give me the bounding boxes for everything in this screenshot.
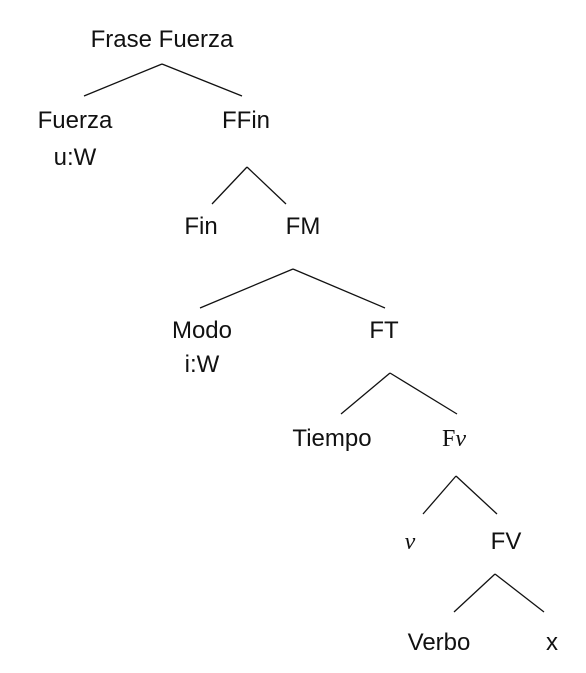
node-modo-feature: i:W — [185, 351, 220, 378]
node-x: x — [546, 629, 558, 656]
node-fm: FM — [286, 213, 321, 240]
tree-edges — [83, 63, 545, 613]
edge-ft-tiempo — [340, 372, 391, 415]
edge-fm-ft — [292, 268, 386, 309]
edge-fm-modo — [199, 268, 294, 309]
node-fv-small: Fν — [442, 426, 466, 452]
node-fv-small-symbol: ν — [455, 426, 466, 452]
edge-root-ffin — [161, 63, 243, 97]
edge-ffin-fm — [246, 166, 287, 205]
tree-labels: Frase Fuerza Fuerza u:W FFin Fin FM Modo… — [38, 26, 558, 656]
node-ffin: FFin — [222, 107, 270, 134]
node-fin: Fin — [184, 213, 217, 240]
node-frase-fuerza: Frase Fuerza — [91, 26, 234, 53]
edge-root-fuerza — [83, 63, 163, 97]
edge-ft-fv-small — [389, 372, 458, 415]
edge-fv-verbo — [453, 573, 496, 613]
node-modo: Modo — [172, 317, 232, 344]
node-fv-small-prefix: F — [442, 426, 455, 452]
node-ft: FT — [369, 317, 399, 344]
edge-fv-small-fv — [455, 475, 498, 515]
node-verbo: Verbo — [408, 629, 471, 656]
edge-fv-x — [494, 573, 545, 613]
node-fuerza-feature: u:W — [54, 144, 97, 171]
node-fuerza: Fuerza — [38, 107, 113, 134]
node-v-small: ν — [405, 529, 416, 555]
edge-fv-small-v — [422, 475, 457, 515]
node-tiempo: Tiempo — [292, 425, 371, 452]
node-fv: FV — [491, 528, 522, 555]
edge-ffin-fin — [211, 166, 248, 205]
